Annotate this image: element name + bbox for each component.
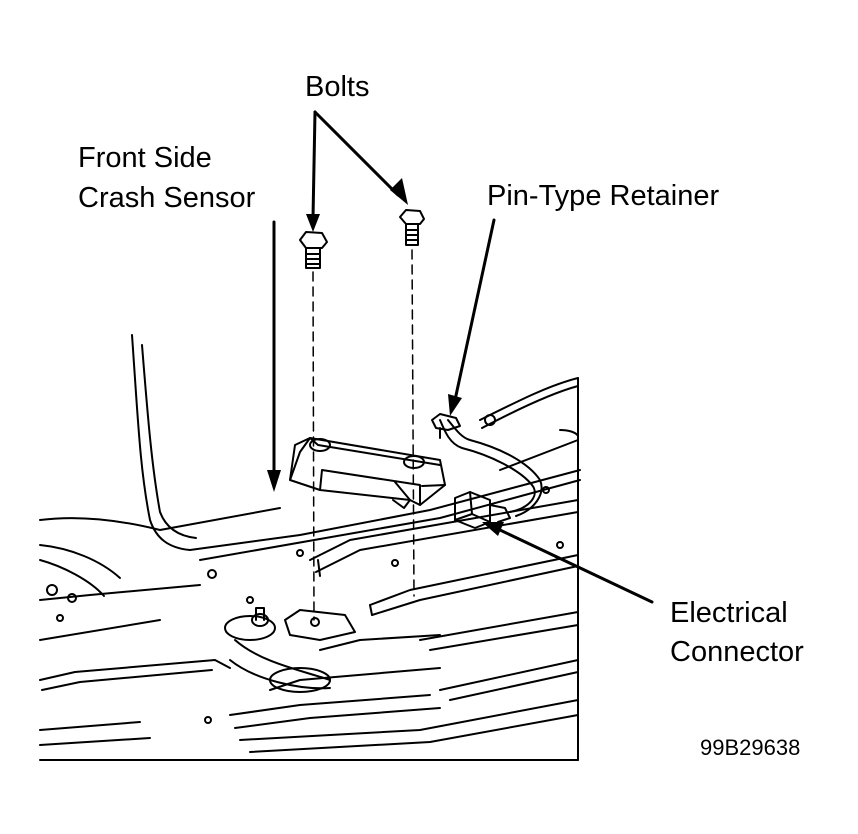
pin-type-retainer-label: Pin-Type Retainer — [487, 180, 720, 212]
retainer-leader — [448, 218, 496, 416]
crash-sensor-leader — [267, 220, 281, 492]
bolts-leader — [306, 110, 408, 232]
front-side-label-line1: Front Side — [78, 142, 212, 174]
floor-pan — [39, 334, 581, 761]
bolt-left — [299, 231, 328, 269]
wiring-harness — [431, 377, 579, 517]
crash-sensor-label-line2: Crash Sensor — [78, 182, 256, 214]
crash-sensor-module — [289, 437, 446, 509]
bolts-label: Bolts — [305, 71, 370, 103]
electrical-label-line1: Electrical — [670, 597, 788, 629]
bolt-right — [399, 209, 425, 246]
connector-leader — [482, 522, 654, 604]
bolt-alignment-lines — [312, 249, 415, 621]
figure-code: 99B29638 — [700, 735, 801, 760]
connector-label-line2: Connector — [670, 636, 804, 668]
